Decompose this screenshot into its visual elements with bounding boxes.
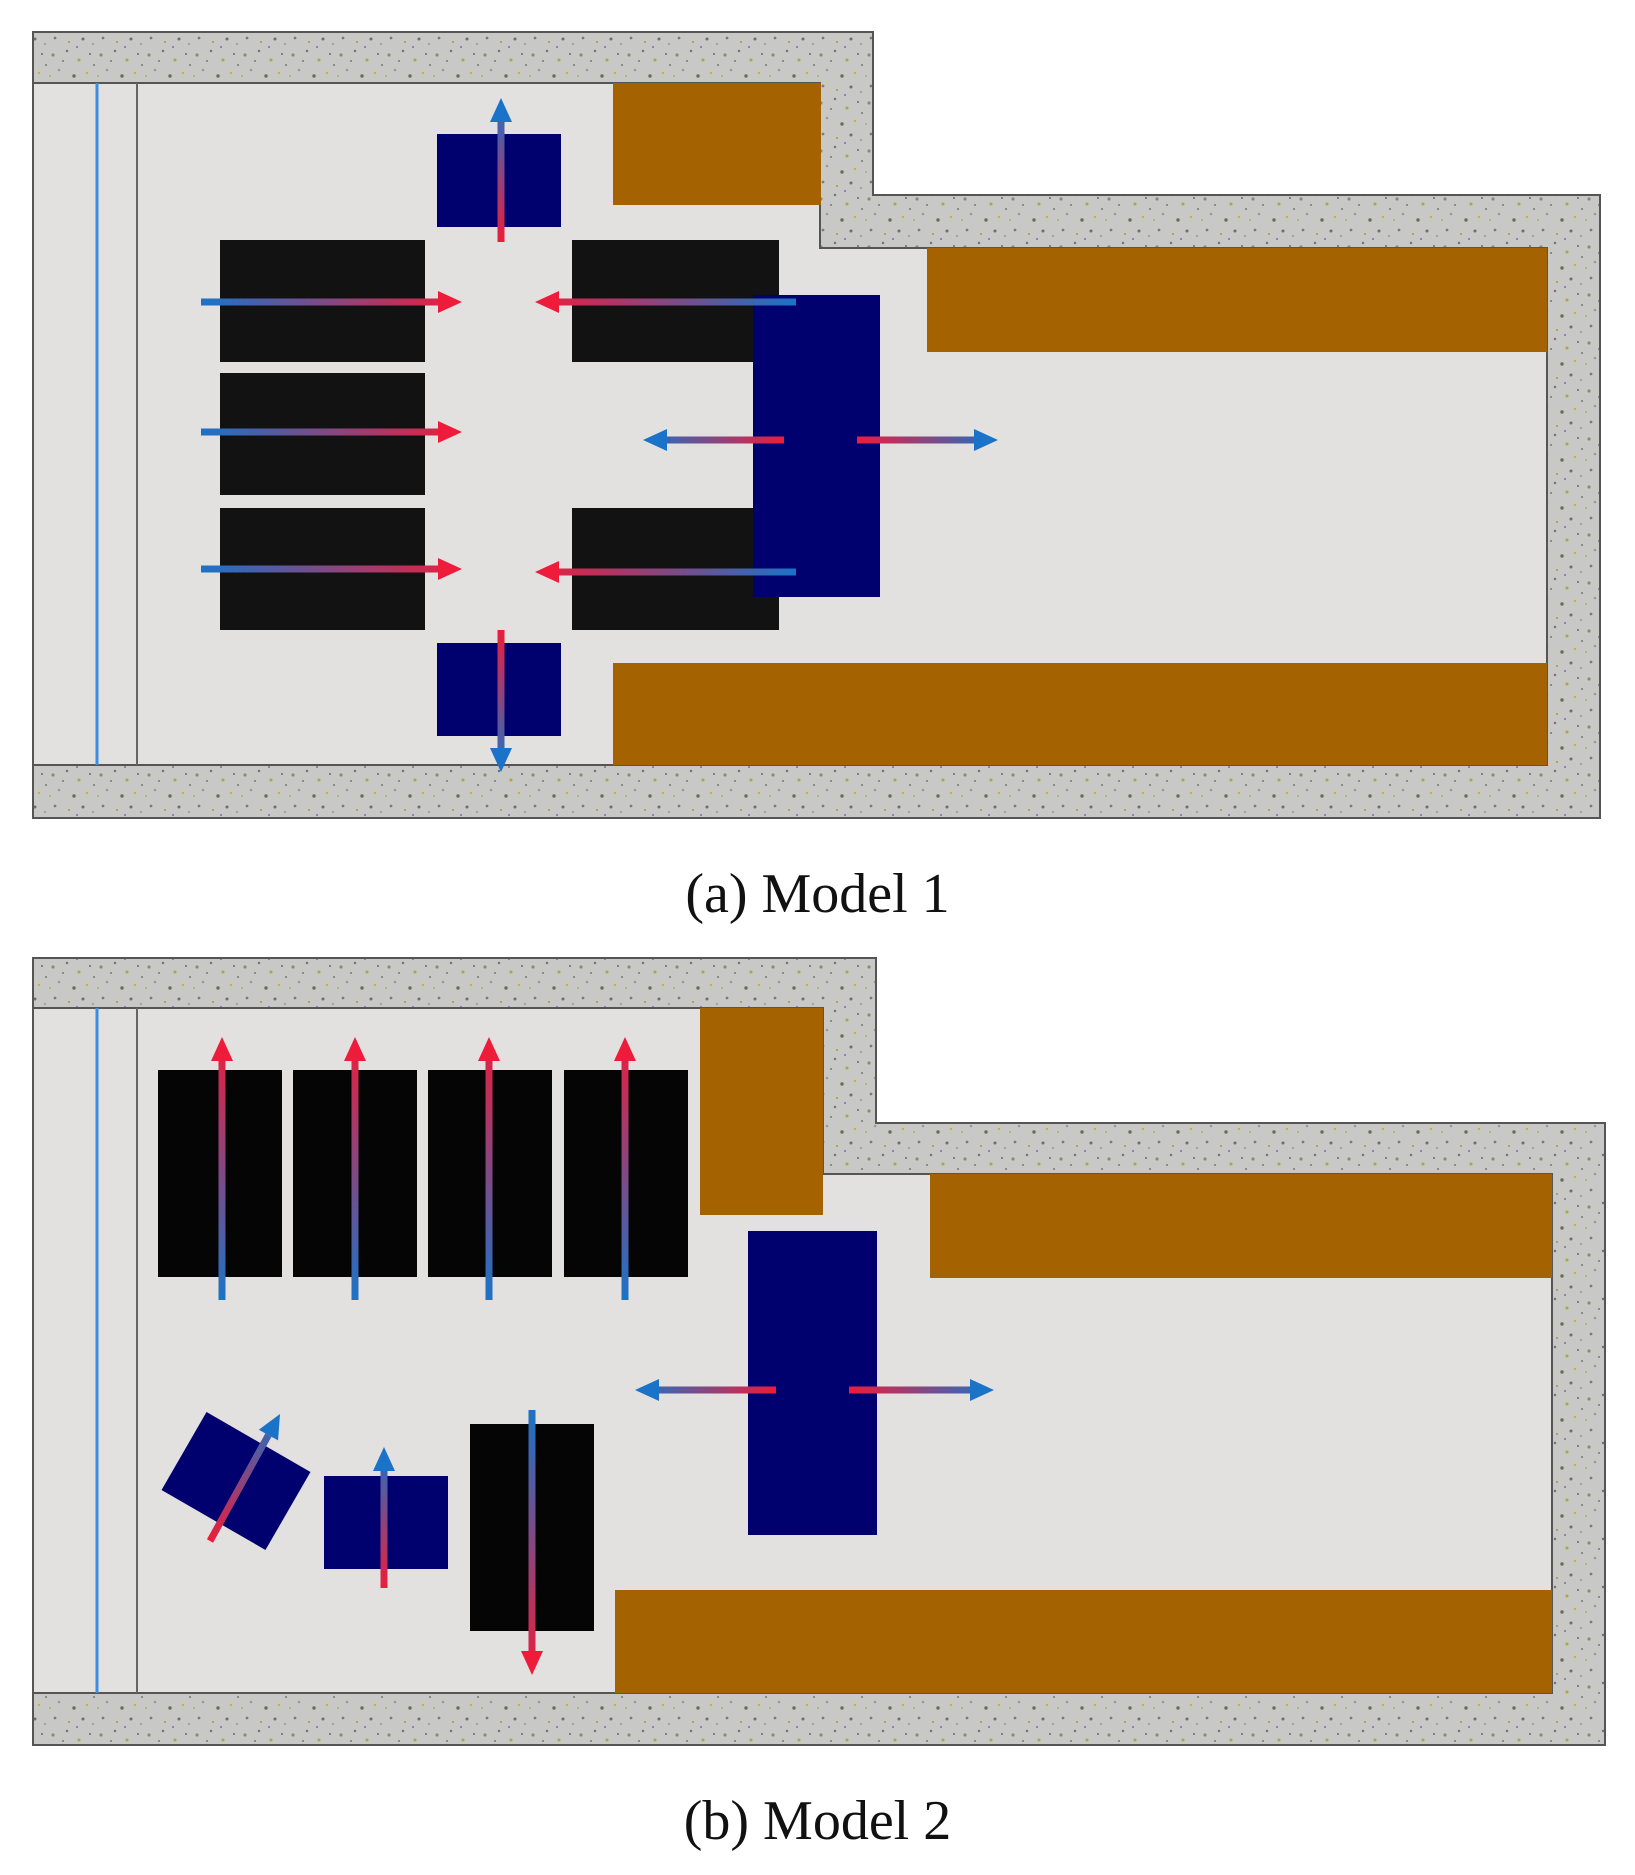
direction-arrow [521, 1410, 543, 1675]
arrow-head [438, 421, 462, 443]
direction-arrow [535, 561, 796, 583]
direction-arrow [535, 291, 796, 313]
arrow-head [258, 1414, 280, 1441]
caption-model-1: (a) Model 1 [685, 863, 950, 925]
direction-arrow [614, 1037, 636, 1300]
direction-arrow [635, 1379, 776, 1401]
direction-arrow [478, 1037, 500, 1300]
wood-block-lower [613, 663, 1547, 765]
panel-model-2 [32, 957, 1606, 1746]
arrow-head [344, 1037, 366, 1061]
caption-model-2: (b) Model 2 [683, 1790, 952, 1852]
arrow-head [438, 558, 462, 580]
direction-arrow [857, 429, 998, 451]
arrows-layer [201, 98, 998, 1675]
direction-arrow [201, 421, 462, 443]
wood-block-upper-right [930, 1174, 1552, 1278]
arrow-head [521, 1651, 543, 1675]
wood-block-lower [615, 1590, 1552, 1693]
arrow-head [970, 1379, 994, 1401]
arrow-head [535, 561, 559, 583]
direction-arrow [490, 98, 512, 242]
wood-block-upper-left [613, 83, 821, 205]
wood-block-upper-left [700, 1008, 823, 1215]
blue-block-tilted [161, 1412, 311, 1550]
arrow-head [490, 748, 512, 772]
wood-block-upper-right [927, 248, 1547, 352]
direction-arrow [643, 429, 784, 451]
arrow-head [211, 1037, 233, 1061]
blue-block-large [748, 1231, 877, 1535]
arrow-head [373, 1447, 395, 1471]
arrow-head [635, 1379, 659, 1401]
direction-arrow [490, 630, 512, 772]
arrow-head [478, 1037, 500, 1061]
direction-arrow [373, 1447, 395, 1588]
direction-arrow [206, 1414, 280, 1543]
direction-arrow [201, 291, 462, 313]
arrow-head [643, 429, 667, 451]
arrow-shaft [206, 1433, 272, 1543]
panel-model-1 [32, 31, 1601, 819]
arrow-head [614, 1037, 636, 1061]
direction-arrow [344, 1037, 366, 1300]
direction-arrow [201, 558, 462, 580]
direction-arrow [849, 1379, 994, 1401]
arrow-head [490, 98, 512, 122]
arrow-head [438, 291, 462, 313]
direction-arrow [211, 1037, 233, 1300]
arrow-head [535, 291, 559, 313]
blue-block-large [753, 295, 880, 597]
arrow-head [974, 429, 998, 451]
